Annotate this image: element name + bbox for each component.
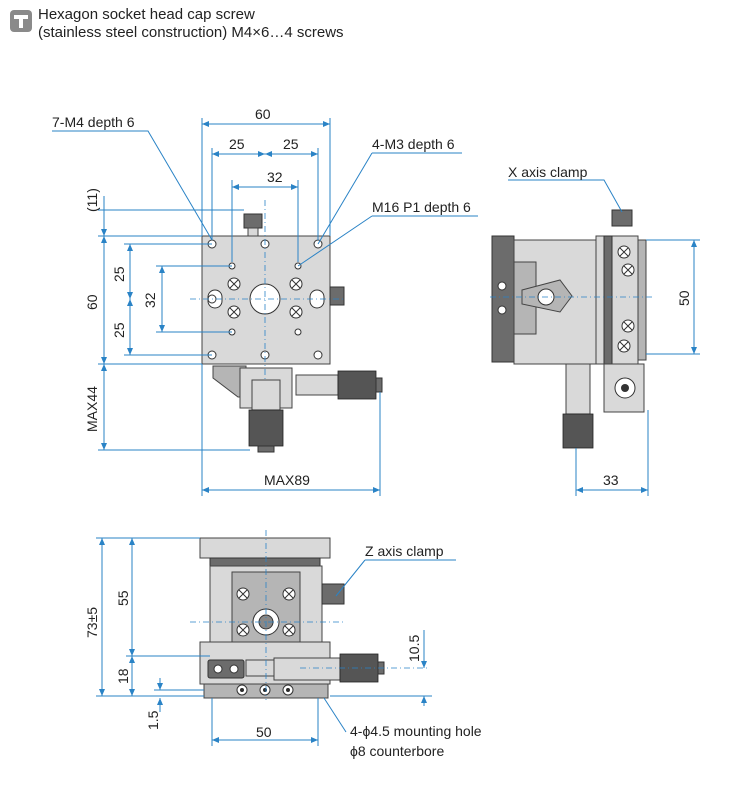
top-view-texts: 60 25 25 32 7-M4 depth 6 4-M3 depth 6 M1… [52, 106, 471, 488]
micrometer-thimble-v [248, 409, 284, 447]
side-x-stage [595, 235, 639, 365]
screw-icon [10, 10, 32, 32]
dim-max89: MAX89 [264, 472, 310, 488]
dim-50-bottom: 50 [256, 724, 272, 740]
dim-73: 73±5 [84, 607, 100, 638]
micrometer-sleeve [295, 374, 339, 396]
label-z-clamp: Z axis clamp [365, 543, 444, 559]
front-micrometer-thimble [339, 653, 379, 683]
side-micrometer-thimble [562, 413, 594, 449]
label-x-clamp: X axis clamp [508, 164, 588, 180]
label-m4-depth: 7-M4 depth 6 [52, 114, 135, 130]
dim-33: 33 [603, 472, 619, 488]
clamp-knob [329, 286, 345, 306]
side-plate [491, 235, 515, 363]
dim-25-right: 25 [283, 136, 299, 152]
dim-25-upper: 25 [111, 266, 127, 282]
x-clamp-screw-icon [611, 209, 633, 227]
dim-1-5: 1.5 [145, 710, 161, 730]
label-counterbore: ϕ8 counterbore [350, 743, 444, 759]
top-view-dimensions [52, 118, 478, 496]
side-view-dimensions [508, 179, 700, 496]
dim-32-left: 32 [142, 292, 158, 308]
z-clamp-screw-icon [321, 583, 345, 605]
dim-max44: MAX44 [84, 386, 100, 432]
dim-55: 55 [115, 590, 131, 606]
front-view-texts: Z axis clamp 73±5 55 18 1.5 10.5 50 4-ϕ4… [84, 543, 482, 759]
cap-screw-icon [243, 213, 263, 229]
dim-32-top: 32 [267, 169, 283, 185]
label-m3-depth: 4-M3 depth 6 [372, 136, 455, 152]
micrometer-thimble [337, 370, 377, 400]
front-view [190, 530, 430, 700]
side-view-texts: X axis clamp 50 33 [508, 164, 692, 488]
micrometer-sleeve-v [251, 379, 281, 411]
front-top-plate [199, 537, 331, 559]
dim-18: 18 [115, 668, 131, 684]
dim-60-left: 60 [84, 294, 100, 310]
header: Hexagon socket head cap screw (stainless… [8, 6, 738, 46]
dim-60-top: 60 [255, 106, 271, 122]
header-line-1: Hexagon socket head cap screw [38, 6, 255, 23]
dim-11: (11) [84, 188, 100, 212]
side-view [490, 209, 655, 449]
dim-10-5: 10.5 [406, 635, 422, 662]
header-line-2: (stainless steel construction) M4×6…4 sc… [38, 24, 344, 41]
dim-25-lower: 25 [111, 322, 127, 338]
label-m16-depth: M16 P1 depth 6 [372, 199, 471, 215]
top-view [190, 200, 383, 453]
dim-50-side: 50 [676, 290, 692, 306]
label-mounting-hole: 4-ϕ4.5 mounting hole [350, 723, 482, 739]
dim-25-left: 25 [229, 136, 245, 152]
front-view-dimensions [96, 537, 456, 746]
